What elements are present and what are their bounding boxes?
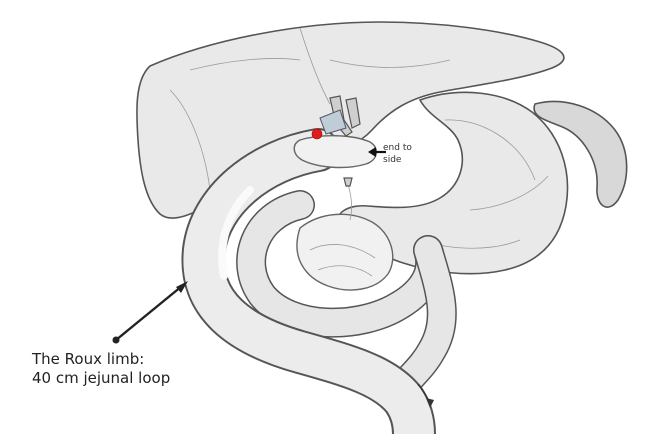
roux-pointer: [116, 286, 182, 340]
roux-label-line1: The Roux limb:: [32, 350, 170, 369]
anastomosis: [294, 136, 376, 168]
pancreas: [297, 214, 393, 290]
roux-label-line2: 40 cm jejunal loop: [32, 369, 170, 388]
anast-label-line2: side: [383, 154, 412, 166]
roux-limb-label: The Roux limb: 40 cm jejunal loop: [32, 350, 170, 388]
red-marker: [312, 129, 322, 139]
anastomosis-label: end to side: [383, 142, 412, 166]
anast-label-line1: end to: [383, 142, 412, 154]
roux-pointer-dot: [113, 337, 120, 344]
